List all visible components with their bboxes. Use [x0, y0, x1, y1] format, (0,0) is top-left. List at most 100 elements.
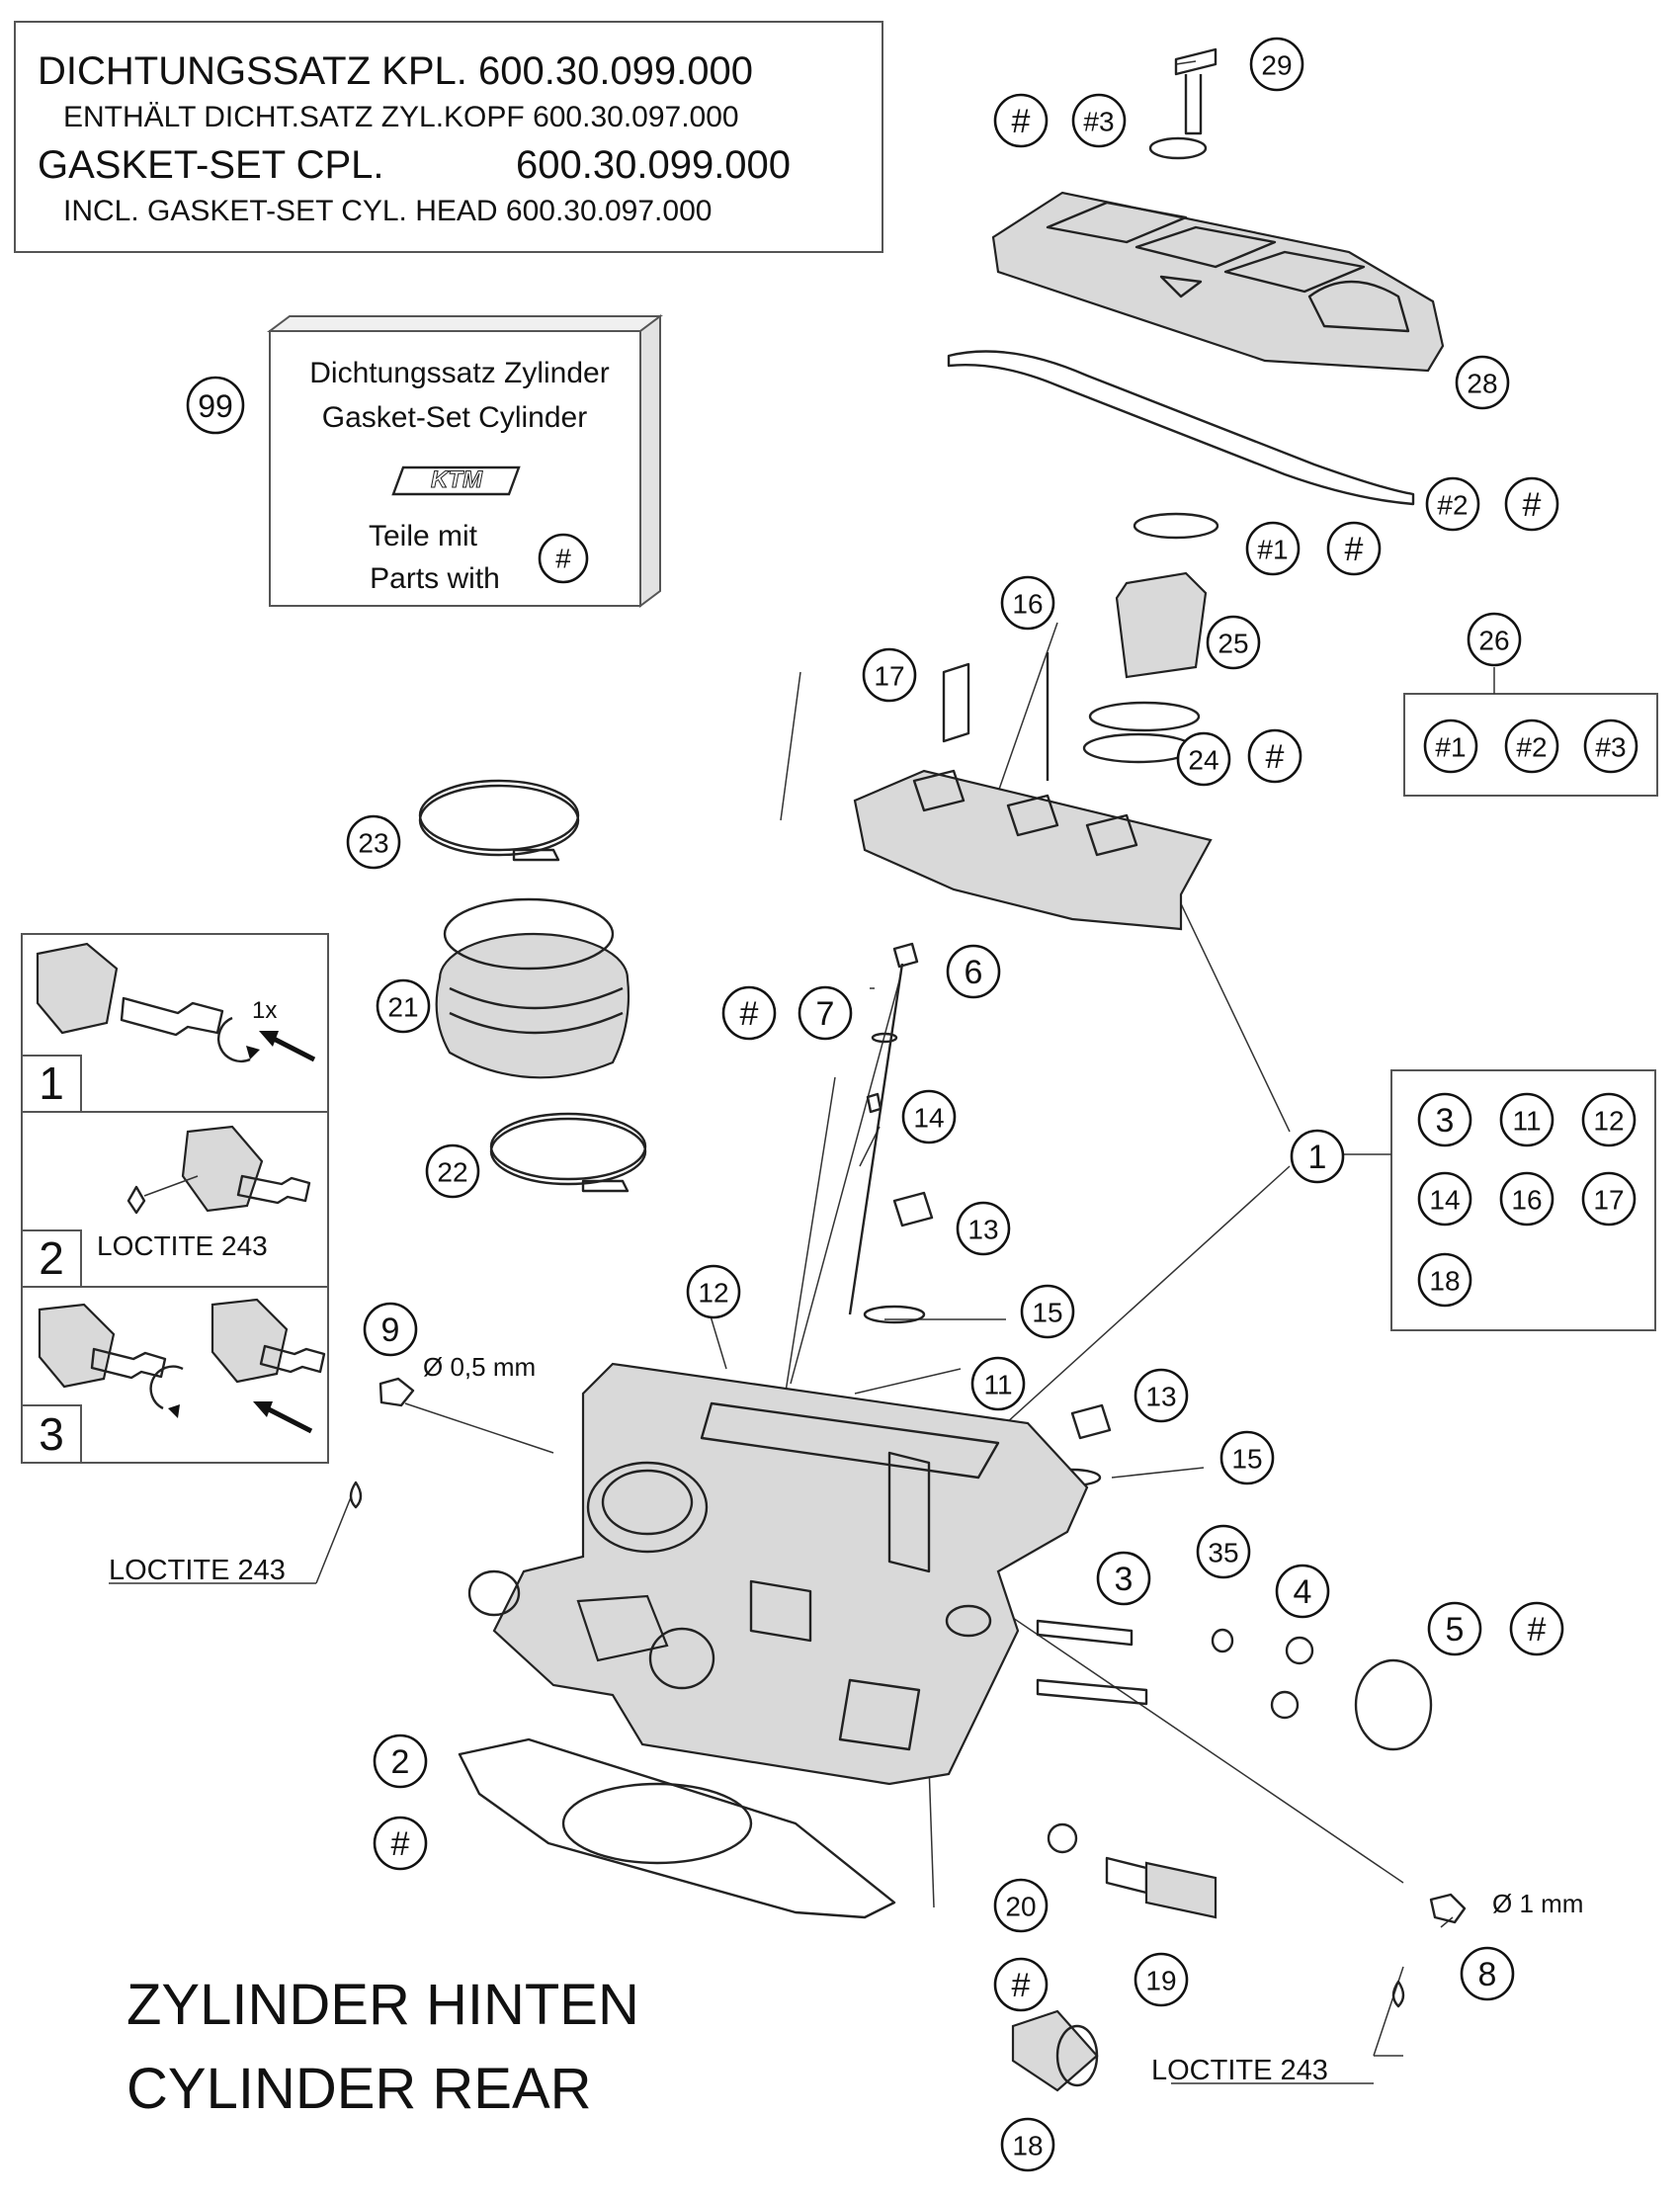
step-3-illustration	[38, 1298, 326, 1434]
svg-text:15: 15	[1032, 1298, 1062, 1328]
step-1-illustration	[36, 942, 316, 1062]
callout-5: 5	[1427, 1601, 1482, 1656]
callout-hash3: #3	[1071, 93, 1127, 148]
callout-hash: #	[1247, 728, 1302, 784]
svg-text:15: 15	[1231, 1444, 1262, 1475]
svg-text:24: 24	[1188, 745, 1218, 776]
callout-14: 14	[901, 1089, 957, 1144]
svg-text:4: 4	[1294, 1573, 1312, 1611]
svg-text:#: #	[1523, 486, 1542, 524]
svg-text:#1: #1	[1435, 732, 1466, 763]
callout-11: 11	[1499, 1092, 1554, 1147]
header-line-4: INCL. GASKET-SET CYL. HEAD 600.30.097.00…	[63, 195, 712, 227]
svg-text:17: 17	[1593, 1185, 1624, 1216]
kit-line-1: Dichtungssatz Zylinder	[309, 357, 609, 389]
step-1-number: 1	[39, 1058, 64, 1109]
svg-text:99: 99	[198, 388, 233, 424]
valve-cover-gasket	[947, 350, 1415, 506]
camshaft-carrier	[853, 652, 1213, 931]
step-2-note: LOCTITE 243	[97, 1230, 268, 1261]
callout-hash: #	[373, 1816, 428, 1871]
callout-3: 3	[1417, 1092, 1472, 1147]
assembly-steps-panel: 1 2 3 1x LOCTITE 243	[21, 933, 329, 1464]
callout-24: 24	[1176, 731, 1231, 787]
intake-boot	[435, 897, 630, 1079]
callout-16: 16	[1000, 575, 1055, 631]
svg-text:#: #	[740, 995, 759, 1033]
svg-text:2: 2	[391, 1743, 410, 1781]
callout-hash1: #1	[1245, 521, 1301, 576]
gasket-set-header: DICHTUNGSSATZ KPL. 600.30.099.000 ENTHÄL…	[14, 21, 883, 253]
callout-13: 13	[1134, 1368, 1189, 1423]
callout-6: 6	[946, 944, 1001, 999]
callout-23: 23	[346, 814, 401, 870]
svg-text:1: 1	[1308, 1139, 1327, 1176]
callout-hash: #	[993, 93, 1049, 148]
callout-17: 17	[1581, 1171, 1637, 1227]
svg-text:18: 18	[1012, 2131, 1043, 2161]
loctite-label-left: LOCTITE 243	[109, 1555, 286, 1586]
svg-text:22: 22	[437, 1157, 467, 1188]
callout-99: 99	[186, 376, 245, 435]
callout-7: 7	[798, 985, 853, 1041]
svg-text:14: 14	[1429, 1185, 1460, 1216]
callout-9: 9	[363, 1302, 418, 1357]
callout-19: 19	[1134, 1952, 1189, 2007]
callout-1: 1	[1290, 1129, 1345, 1184]
dim-label-0-5mm: Ø 0,5 mm	[423, 1352, 536, 1382]
intake-clamp-lower	[489, 1112, 647, 1193]
ktm-logo-text: KTM	[431, 466, 483, 493]
cylinder-gasket-kit-box: Dichtungssatz Zylinder Gasket-Set Cylind…	[267, 314, 663, 608]
step-2-number: 2	[39, 1232, 64, 1284]
header-line-1: DICHTUNGSSATZ KPL. 600.30.099.000	[38, 49, 753, 93]
small-hardware	[349, 942, 1467, 2008]
callout-kit-marker: #	[538, 533, 589, 584]
svg-text:7: 7	[816, 995, 835, 1033]
callout-22: 22	[425, 1143, 480, 1199]
callout-hash1: #1	[1423, 719, 1478, 774]
svg-text:12: 12	[1593, 1106, 1624, 1137]
callout-26: 26	[1467, 612, 1522, 667]
svg-text:23: 23	[358, 828, 388, 859]
svg-text:11: 11	[1512, 1106, 1541, 1137]
svg-text:#: #	[1012, 103, 1031, 140]
dim-label-1mm: Ø 1 mm	[1492, 1889, 1583, 1918]
callout-20: 20	[993, 1878, 1049, 1933]
callout-25: 25	[1206, 615, 1261, 670]
callout-12: 12	[686, 1264, 741, 1319]
svg-text:12: 12	[698, 1278, 728, 1309]
callout-hash: #	[993, 1957, 1049, 2012]
callout-29: 29	[1249, 37, 1304, 92]
header-line-3-label: GASKET-SET CPL.	[38, 143, 384, 187]
callout-hash: #	[1326, 521, 1382, 576]
svg-text:35: 35	[1208, 1538, 1238, 1568]
svg-text:21: 21	[387, 992, 418, 1023]
svg-text:#3: #3	[1083, 107, 1114, 137]
svg-text:9: 9	[381, 1312, 400, 1349]
callout-15: 15	[1020, 1284, 1075, 1339]
svg-text:17: 17	[874, 661, 904, 692]
svg-text:#: #	[1345, 531, 1364, 568]
callout-28: 28	[1455, 355, 1510, 410]
callout-14: 14	[1417, 1171, 1472, 1227]
callout-hash: #	[1504, 476, 1559, 532]
callout-8: 8	[1460, 1946, 1515, 2001]
svg-text:3: 3	[1115, 1561, 1134, 1598]
svg-text:29: 29	[1261, 50, 1292, 81]
title-english: CYLINDER REAR	[126, 2057, 592, 2121]
svg-text:18: 18	[1429, 1266, 1460, 1297]
valve-cover	[991, 191, 1445, 373]
kit-line-2: Gasket-Set Cylinder	[322, 401, 587, 434]
cylinder-head	[467, 1362, 1089, 1786]
svg-text:26: 26	[1478, 626, 1509, 656]
svg-text:16: 16	[1012, 589, 1043, 620]
callout-hash3: #3	[1583, 719, 1638, 774]
callout-hash2: #2	[1425, 476, 1480, 532]
svg-text:20: 20	[1005, 1892, 1036, 1922]
svg-text:6: 6	[965, 954, 983, 991]
callout-12: 12	[1581, 1092, 1637, 1147]
svg-text:28: 28	[1467, 369, 1497, 399]
header-line-2: ENTHÄLT DICHT.SATZ ZYL.KOPF 600.30.097.0…	[63, 101, 739, 133]
callout-13: 13	[956, 1201, 1011, 1256]
